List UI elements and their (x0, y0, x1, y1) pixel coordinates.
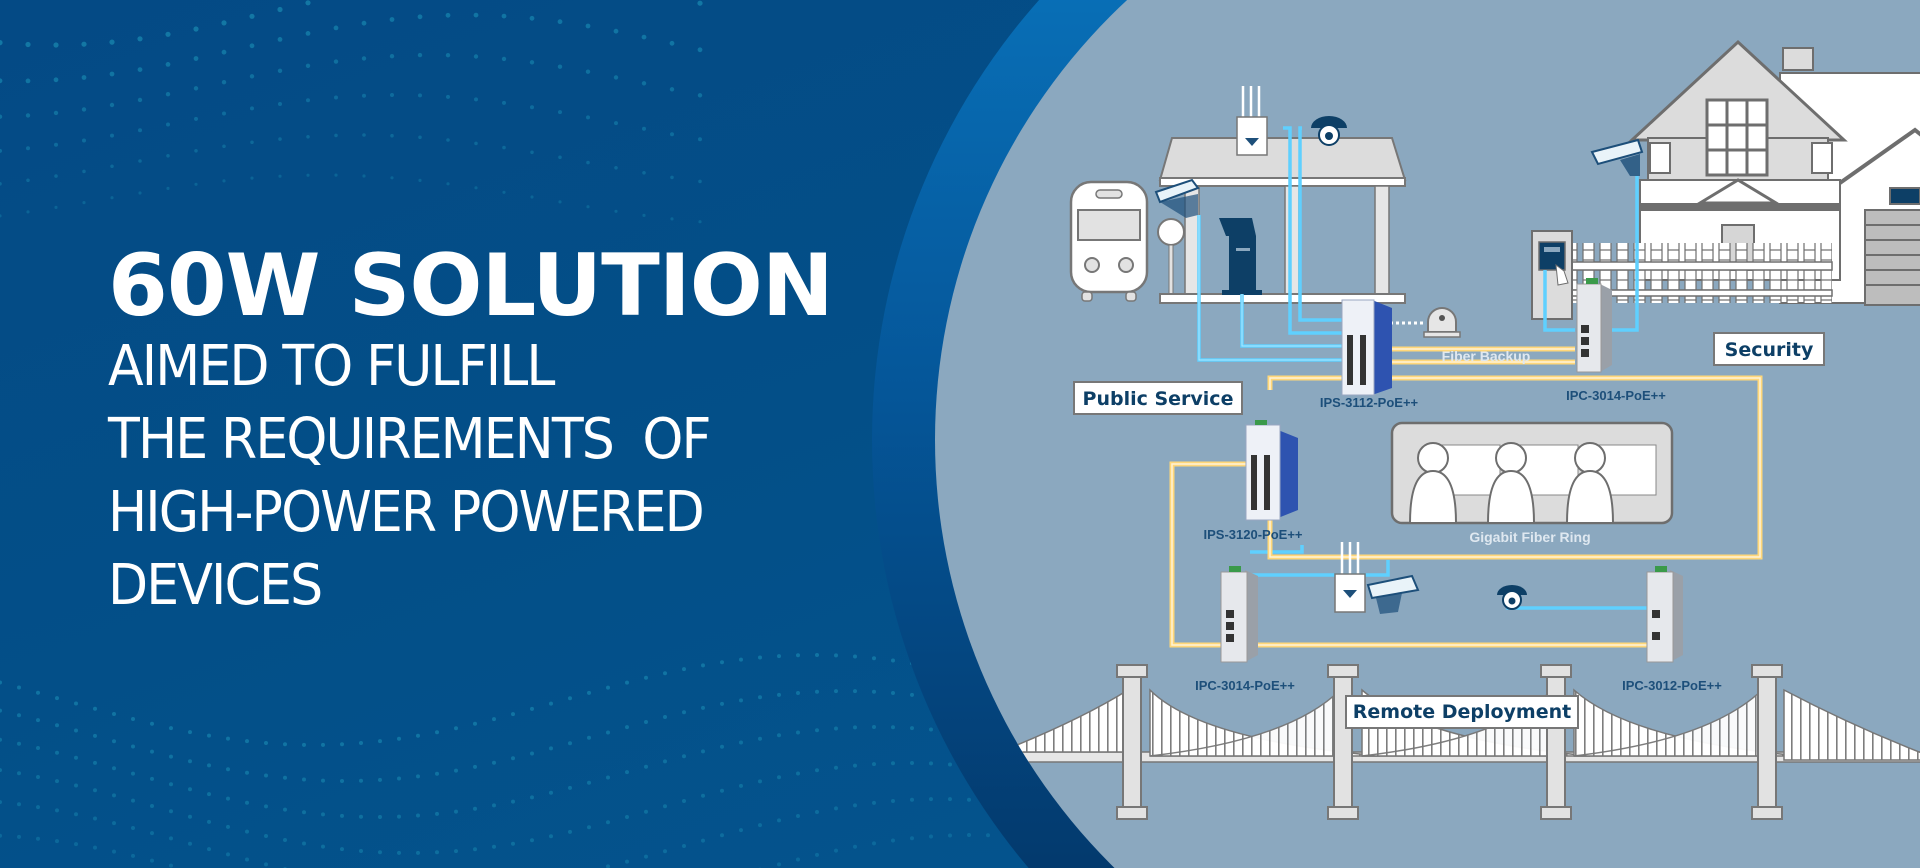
bullet-camera-icon (1590, 138, 1644, 176)
bus-icon (1069, 180, 1149, 302)
wireless-ap-icon (1236, 86, 1268, 156)
svg-text:Security: Security (1725, 339, 1814, 361)
bus-stop-sign-icon (1157, 218, 1185, 304)
device-label-ipc-3014-security: IPC-3014-PoE++ (1566, 388, 1666, 403)
bullet-camera-icon (1366, 574, 1420, 614)
wireless-ap-icon (1334, 542, 1366, 613)
switch-ipc-3014-remote-icon (1220, 566, 1258, 663)
headline-block: 60W SOLUTION AIMED TO FULFILL THE REQUIR… (108, 236, 834, 622)
dome-camera-icon (1311, 116, 1347, 146)
device-label-ipc-3014-remote: IPC-3014-PoE++ (1195, 678, 1295, 693)
shelter-icon (1158, 137, 1407, 304)
subtitle-line-1: AIMED TO FULFILL (108, 334, 555, 399)
subtitle-line-4: DEVICES (108, 553, 323, 618)
device-label-ips-3112: IPS-3112-PoE++ (1320, 395, 1419, 410)
svg-text:Remote Deployment: Remote Deployment (1353, 701, 1571, 723)
zone-label-remote-deployment: Remote Deployment (1345, 695, 1579, 729)
device-label-ipc-3012-remote: IPC-3012-PoE++ (1622, 678, 1722, 693)
subtitle: AIMED TO FULFILL THE REQUIREMENTS OF HIG… (108, 330, 833, 622)
device-label-ips-3120: IPS-3120-PoE++ (1204, 527, 1303, 542)
switch-ipc-3012-remote-icon (1646, 566, 1683, 663)
fiber-backup-label: Fiber Backup (1442, 348, 1531, 364)
switch-ips-3112-icon (1341, 299, 1392, 396)
subtitle-line-3: HIGH-POWER POWERED (108, 480, 705, 545)
access-keypad-icon (1538, 241, 1569, 286)
bridge-icon (999, 664, 1920, 820)
switch-ipc-3014-top-icon (1576, 278, 1612, 373)
dome-camera-icon (1497, 585, 1527, 610)
bullet-camera-icon (1154, 178, 1200, 218)
headline: 60W SOLUTION (108, 236, 834, 336)
switch-ips-3120-icon (1245, 420, 1298, 521)
subtitle-line-2: THE REQUIREMENTS OF (108, 407, 711, 472)
control-room-icon (1390, 421, 1674, 525)
house-icon (1531, 39, 1920, 320)
zone-label-public-service: Public Service (1073, 381, 1243, 415)
kiosk-icon (1219, 218, 1262, 295)
alarm-light-icon (1423, 307, 1461, 338)
gigabit-fiber-ring-label: Gigabit Fiber Ring (1469, 529, 1590, 545)
zone-label-security: Security (1713, 332, 1825, 366)
svg-text:Public Service: Public Service (1083, 388, 1234, 410)
